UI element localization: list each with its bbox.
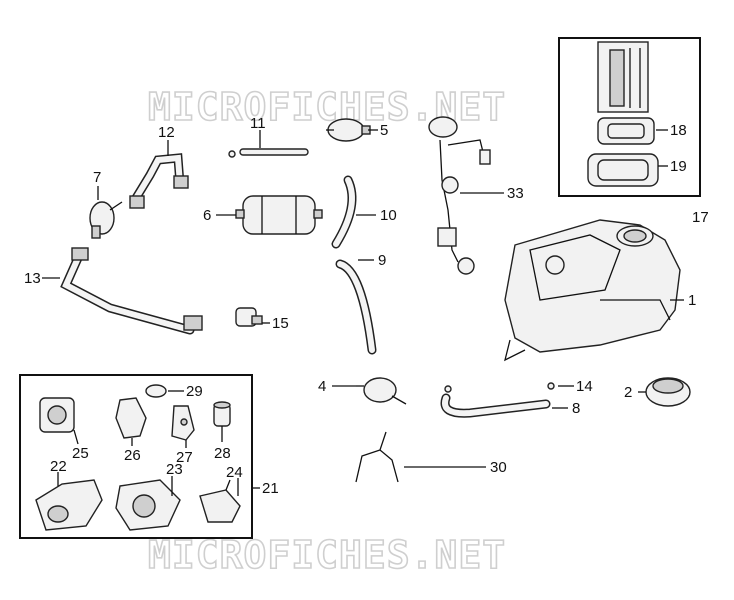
callout-14: 14 [576,378,593,395]
callout-1: 1 [688,292,696,309]
charcoal-canister[interactable] [235,195,323,235]
part-22[interactable] [35,479,103,531]
callout-26: 26 [124,447,141,464]
callout-11: 11 [250,115,266,132]
hose-9[interactable] [335,259,377,355]
part-25[interactable] [39,397,75,433]
fuel-tank[interactable] [504,219,681,362]
inline-filter-7[interactable] [89,201,123,239]
pump-gasket-18[interactable] [597,117,655,145]
clip-14[interactable] [444,382,555,393]
fuel-cap[interactable] [645,377,691,407]
fuel-pump-assembly[interactable] [597,41,649,113]
hose-13[interactable] [60,247,203,335]
bracket-30[interactable] [355,431,399,483]
callout-22: 22 [50,458,67,475]
callout-28: 28 [214,445,231,462]
callout-8: 8 [572,400,580,417]
throttle-body-23[interactable] [115,479,181,531]
callout-24: 24 [226,464,243,481]
pump-gasket-19[interactable] [587,153,659,187]
callout-25: 25 [72,445,89,462]
callout-23: 23 [166,461,183,478]
o-ring-29[interactable] [145,384,167,398]
part-26[interactable] [115,397,147,439]
callout-12: 12 [158,124,175,141]
callout-4: 4 [318,378,326,395]
hose-8[interactable] [440,393,551,418]
callout-13: 13 [24,270,41,287]
callout-9: 9 [378,252,386,269]
part-27[interactable] [171,405,195,441]
inset-box-21 [19,374,253,539]
leader-25 [73,429,79,445]
callout-21: 21 [262,480,279,497]
fuel-level-sender[interactable] [428,116,491,275]
callout-17: 17 [692,209,709,226]
fitting-15[interactable] [235,307,263,327]
watermark-bottom: MICROFICHES.NET [148,533,506,577]
check-valve-4[interactable] [356,377,407,405]
part-28[interactable] [213,401,231,427]
callout-30: 30 [490,459,507,476]
callout-29: 29 [186,383,203,400]
part-24[interactable] [199,479,241,523]
callout-7: 7 [93,169,101,186]
callout-19: 19 [670,158,687,175]
callout-27: 27 [176,449,193,466]
hose-10[interactable] [331,175,357,249]
callout-5: 5 [380,122,388,139]
hose-12[interactable] [129,153,189,209]
callout-18: 18 [670,122,687,139]
inset-box-17 [558,37,701,197]
callout-10: 10 [380,207,397,224]
callout-2: 2 [624,384,632,401]
callout-15: 15 [272,315,289,332]
hose-11[interactable] [228,148,309,158]
callout-6: 6 [203,207,211,224]
callout-33: 33 [507,185,524,202]
